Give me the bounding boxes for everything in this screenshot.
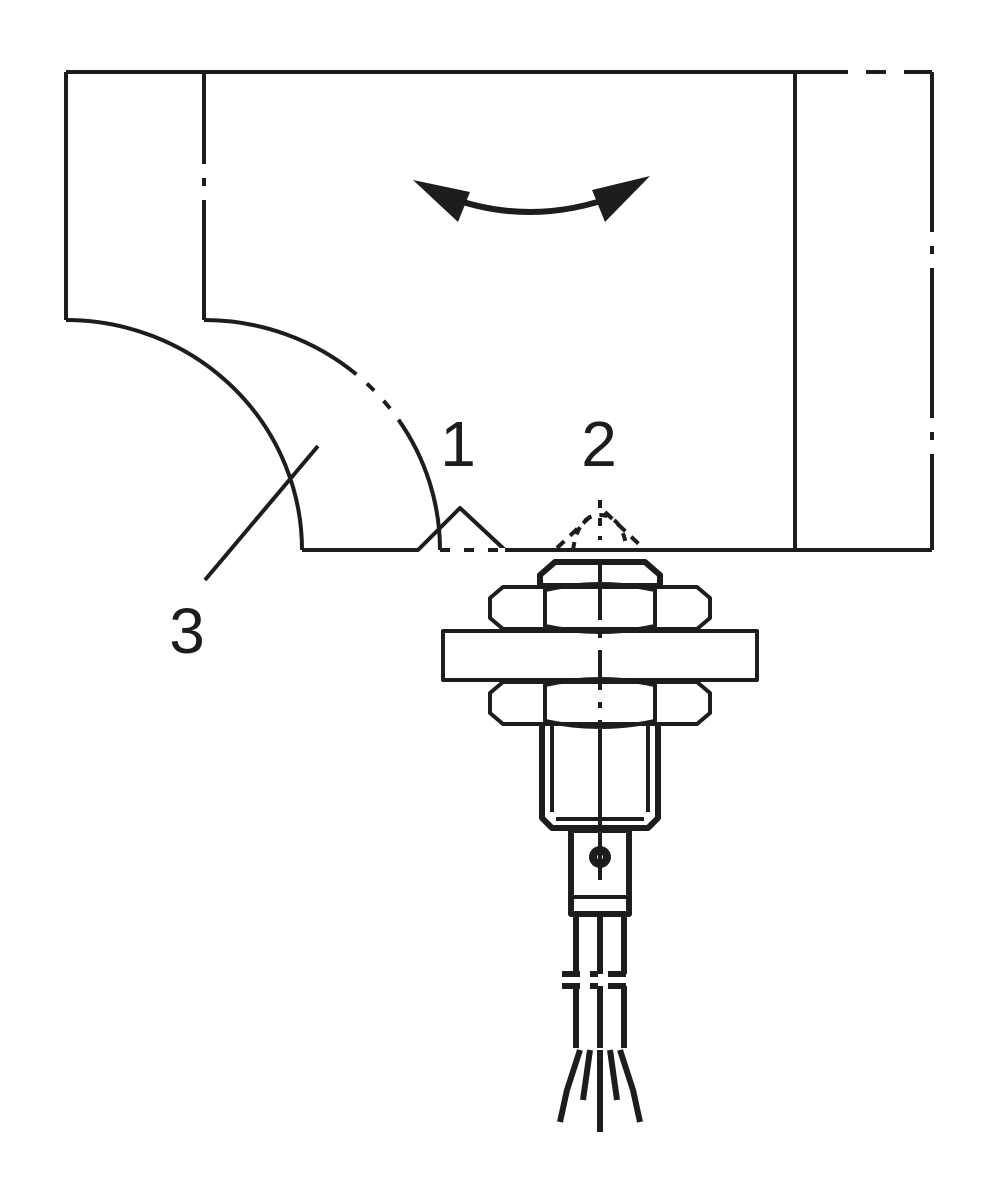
notch-2-and-sensor-tip [555, 500, 645, 551]
cam-body [64, 70, 934, 552]
label-1: 1 [440, 408, 476, 480]
double-headed-rotation-arrow-icon [413, 176, 650, 222]
label-2: 2 [581, 408, 617, 480]
cable [557, 914, 643, 1132]
label-3: 3 [169, 595, 205, 667]
outer-arc [65, 318, 304, 551]
bottom-edge-with-notch-1 [302, 506, 932, 552]
inductive-sensor [441, 559, 759, 1132]
leader-line-3 [203, 444, 320, 582]
lower-nut [488, 680, 712, 726]
inner-arc [203, 318, 442, 551]
